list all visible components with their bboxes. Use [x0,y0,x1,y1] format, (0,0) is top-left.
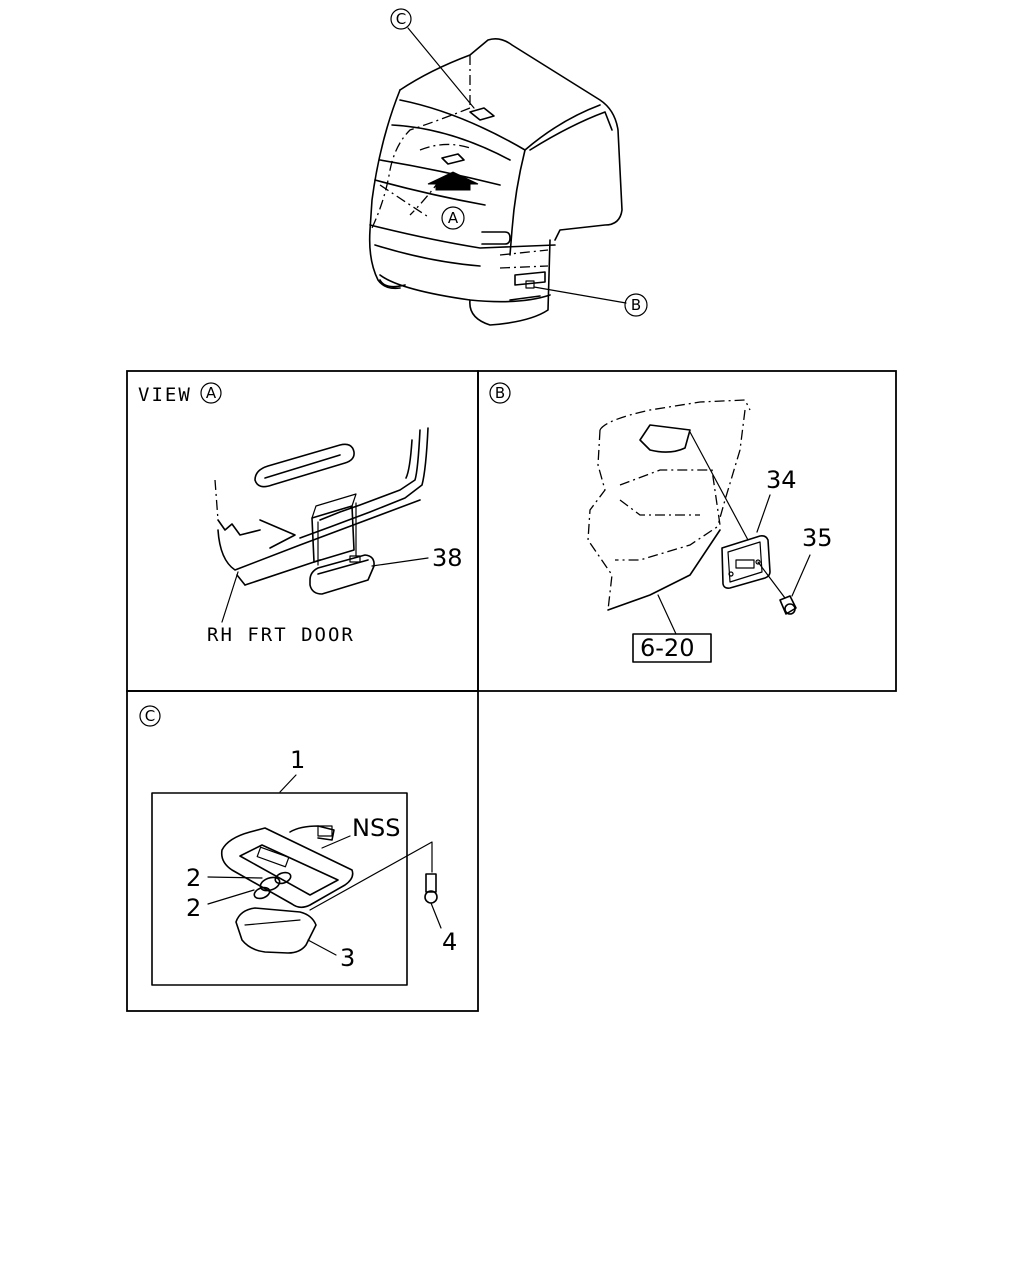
callout-c-label: C [396,10,406,28]
callout-b-icon [624,293,648,317]
part-38-label: 38 [432,544,463,572]
view-a-callout-label: A [206,384,217,402]
panel-b-callout-label: B [495,384,505,402]
ref-box-label: 6-20 [640,634,694,662]
panel-view-a: VIEW A 38 RH FRT DOOR [138,382,463,646]
nss-label: NSS [352,814,400,842]
panel-c: C 1 NSS 2 2 3 4 [139,705,457,986]
cab-overview: C A B [368,8,648,326]
panel-b: B 34 35 6-20 [489,382,833,663]
part-2b-label: 2 [186,894,201,922]
part-35-label: 35 [802,524,833,552]
part-34-label: 34 [766,466,797,494]
view-a-callout-icon [200,382,222,404]
callout-a-icon [441,206,465,230]
view-label: VIEW [138,384,192,406]
part-4-label: 4 [442,928,457,956]
callout-a-label: A [448,209,459,227]
part-3-label: 3 [340,944,355,972]
panel-c-callout-icon [139,705,161,727]
callout-c-icon [390,8,412,30]
door-label: RH FRT DOOR [207,624,355,646]
panel-b-callout-icon [489,382,511,404]
part-2a-label: 2 [186,864,201,892]
panel-c-callout-label: C [145,707,155,725]
part-1-label: 1 [290,746,305,774]
panel-frames [126,370,897,1012]
callout-b-label: B [631,296,641,314]
